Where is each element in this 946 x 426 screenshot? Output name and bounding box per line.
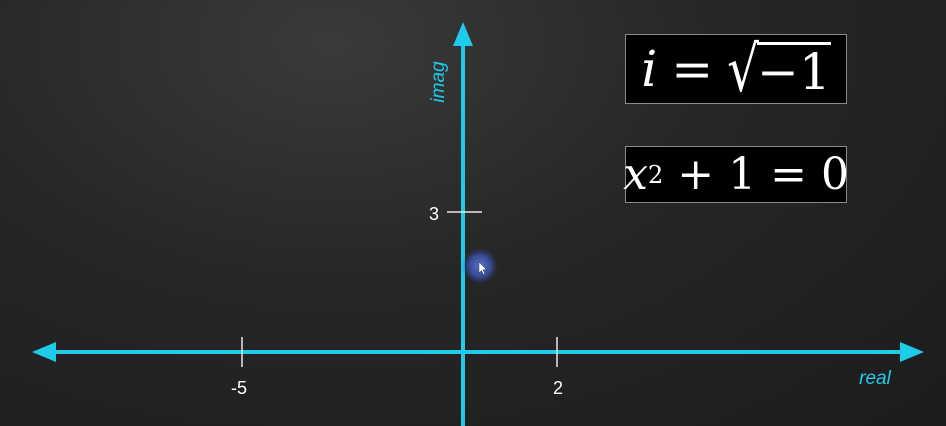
tick-label-x-neg5: -5 bbox=[231, 378, 247, 398]
eq2-base: x bbox=[623, 149, 648, 200]
imag-axis-up-arrow-icon bbox=[453, 22, 473, 46]
eq1-equals: = bbox=[671, 40, 714, 98]
cursor-pointer-icon bbox=[478, 261, 488, 275]
real-axis-right-arrow-icon bbox=[900, 342, 924, 362]
eq1-lhs: i bbox=[641, 40, 658, 98]
equation-imaginary-unit: i = √ −1 bbox=[625, 32, 847, 106]
tick-label-x-2: 2 bbox=[553, 378, 563, 398]
eq2-rest: + 1 = 0 bbox=[663, 149, 849, 200]
equation-quadratic: x 2 + 1 = 0 bbox=[623, 146, 849, 203]
tick-label-y-3: 3 bbox=[429, 204, 439, 224]
real-axis-left-arrow-icon bbox=[32, 342, 56, 362]
eq2-exponent: 2 bbox=[647, 160, 664, 189]
real-axis-label: real bbox=[859, 368, 891, 389]
eq1-radicand: −1 bbox=[757, 41, 831, 101]
imag-axis-label: imag bbox=[428, 61, 449, 103]
sqrt-icon: √ bbox=[727, 32, 760, 106]
